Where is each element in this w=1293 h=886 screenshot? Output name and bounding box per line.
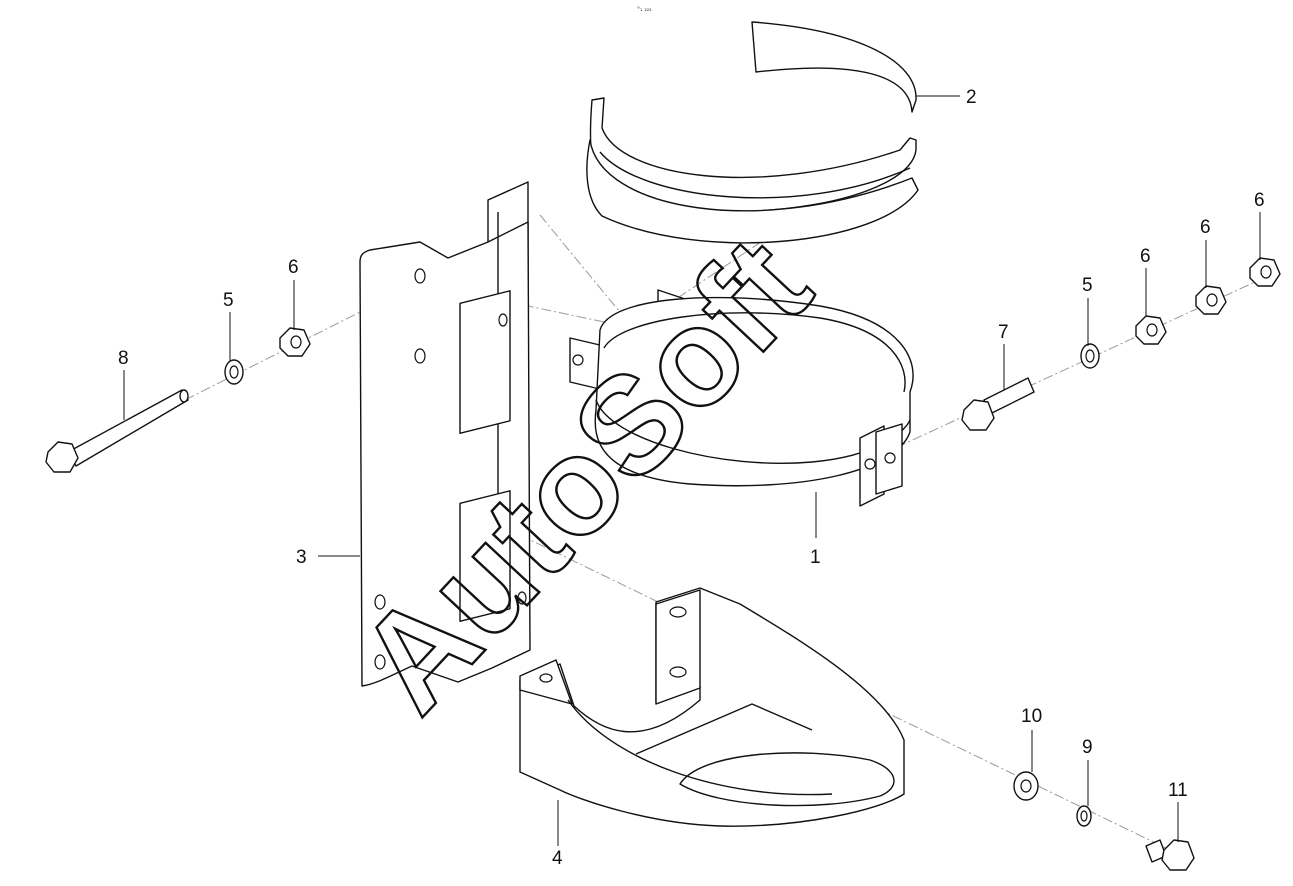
plate-hole-2: [414, 348, 426, 364]
callout-6-r2: 6: [1200, 217, 1211, 238]
plate-hole-4: [374, 594, 386, 610]
lower-flat-washer-hole: [1020, 779, 1032, 793]
callout-6-left: 6: [288, 257, 299, 278]
left-nut-hole: [290, 335, 302, 349]
clamp-ring: [569, 289, 914, 507]
right-nut-3: [1249, 257, 1281, 287]
clamp-inner-edge: [603, 312, 906, 393]
callout-2: 2: [966, 87, 977, 108]
clamp-tab-right-hole: [864, 458, 876, 470]
bottom-cradle: [519, 587, 905, 827]
cradle-floor-edge: [635, 703, 813, 755]
right-washer-hole: [1085, 349, 1095, 363]
short-bolt: [961, 377, 1035, 431]
leader-lines: [123, 95, 1261, 846]
band-groove: [599, 151, 911, 199]
axis-plate-top: [539, 214, 634, 329]
callout-4: 4: [552, 848, 563, 869]
cradle-floor-opening: [679, 752, 895, 807]
plate-slot-lower: [459, 490, 511, 623]
clamp-tab-left-hole: [572, 354, 584, 366]
lower-bolt: [1145, 839, 1195, 871]
cradle-tab-hole-2: [669, 666, 687, 678]
short-bolt-shank: [983, 377, 1035, 415]
cradle-tab-hole-1: [669, 606, 687, 618]
callouts: 2 1 3 4 8 5 6 7 5 6 6 6 10 9 11: [118, 87, 1265, 869]
cradle-back-tab: [655, 589, 701, 705]
callout-5-left: 5: [223, 290, 234, 311]
plate-hole-5: [374, 654, 386, 670]
callout-1: 1: [810, 547, 821, 568]
callout-10: 10: [1021, 706, 1042, 727]
short-bolt-head: [961, 399, 995, 431]
top-mark: °₁ ₂₂₂: [637, 6, 652, 13]
cradle-rim: [567, 699, 833, 796]
plate-hole-1: [414, 268, 426, 284]
callout-3: 3: [296, 547, 307, 568]
callout-7: 7: [998, 322, 1009, 343]
cradle-lip-hole: [539, 673, 553, 683]
plate-slot-upper: [459, 290, 511, 435]
plate-hole-3: [498, 313, 508, 327]
callout-6-r1: 6: [1140, 246, 1151, 267]
left-washer-hole: [229, 365, 239, 379]
callout-8: 8: [118, 348, 129, 369]
callout-9: 9: [1082, 737, 1093, 758]
callout-6-r3: 6: [1254, 190, 1265, 211]
upper-strap-band: [586, 21, 919, 244]
band-lower-ring: [586, 139, 919, 244]
lower-bolt-head: [1161, 839, 1195, 871]
mounting-plate: [359, 181, 531, 687]
plate-hole-6: [517, 591, 527, 605]
clamp-tab-right-hole-2: [884, 452, 896, 464]
long-bolt-tip: [179, 389, 189, 403]
right-nut-2: [1195, 285, 1227, 315]
left-nut: [279, 327, 311, 357]
clamp-band-body: [594, 296, 914, 487]
long-bolt-head: [45, 441, 79, 473]
callout-5-right: 5: [1082, 275, 1093, 296]
long-bolt: [45, 389, 189, 473]
callout-11: 11: [1168, 780, 1188, 801]
long-bolt-shank: [67, 389, 189, 467]
lower-spring-washer-hole: [1080, 810, 1088, 822]
band-outer-strip: [751, 21, 917, 113]
right-nut-1: [1135, 315, 1167, 345]
